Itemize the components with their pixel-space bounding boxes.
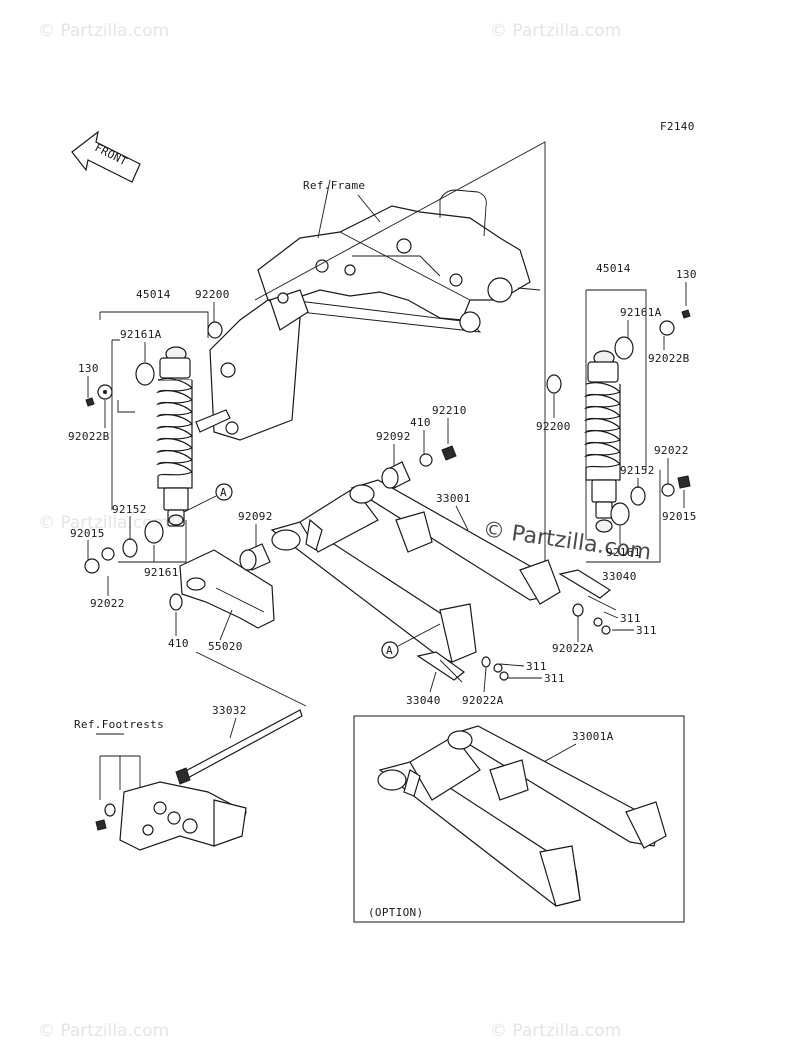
chain-adjusters [416, 569, 617, 683]
collar-parts [239, 445, 457, 571]
callout-92200-left: 92200 [195, 288, 230, 301]
front-arrow-icon: FRONT [71, 130, 141, 183]
callout-33032: 33032 [212, 704, 247, 717]
callout-92092-a: 92092 [238, 510, 273, 523]
callout-311-a: 311 [620, 612, 641, 625]
callout-33001a: 33001A [572, 730, 614, 743]
watermark-text: © Partzilla.com [490, 1021, 621, 1041]
callout-92092-b: 92092 [376, 430, 411, 443]
option-box: (OPTION) 33001A [353, 715, 685, 923]
callout-92200-right: 92200 [536, 420, 571, 433]
leader-line [455, 505, 469, 531]
callout-55020: 55020 [208, 640, 243, 653]
callout-92161-left: 92161 [144, 566, 179, 579]
leader-line [111, 339, 146, 510]
callout-92022-right: 92022 [654, 444, 689, 457]
callout-92161a-right: 92161A [620, 306, 662, 319]
swingarm [270, 479, 561, 663]
callout-92161-right: 92161 [606, 546, 641, 559]
marker-a-label: A [386, 644, 393, 657]
reference-marker-a: A [215, 483, 233, 501]
option-label: (OPTION) [368, 906, 423, 919]
callout-92022-left: 92022 [90, 597, 125, 610]
callout-311-c: 311 [526, 660, 547, 673]
leader-line [118, 520, 187, 563]
diagram-code: F2140 [660, 120, 695, 133]
leader-line [397, 623, 441, 647]
callout-311-d: 311 [544, 672, 565, 685]
marker-a-label: A [220, 486, 227, 499]
leader-line [99, 311, 209, 338]
watermark-text: © Partzilla.com [38, 1021, 169, 1041]
left-shock-absorber [157, 346, 194, 527]
callout-410-left: 410 [168, 637, 189, 650]
chain-guard [169, 549, 275, 629]
callout-410-right: 410 [410, 416, 431, 429]
callout-92152-right: 92152 [620, 464, 655, 477]
callout-92022b-right: 92022B [648, 352, 690, 365]
leader-line [586, 470, 661, 563]
callout-92015-left: 92015 [70, 527, 105, 540]
callout-92152-left: 92152 [112, 503, 147, 516]
leader-line [183, 495, 217, 513]
reference-marker-a: A [381, 641, 399, 659]
left-hardware [84, 321, 223, 574]
leader-line [229, 717, 237, 739]
watermark-text: © Partzilla.com [490, 21, 621, 41]
leader-line [254, 141, 546, 580]
callout-45014-right: 45014 [596, 262, 631, 275]
callout-33040-right: 33040 [602, 570, 637, 583]
leader-line [219, 609, 233, 641]
frame-drawing [195, 179, 541, 441]
shock-spring-right [585, 382, 622, 481]
callout-45014-left: 45014 [136, 288, 171, 301]
watermark-text: © Partzilla.com [38, 21, 169, 41]
callout-33001: 33001 [436, 492, 471, 505]
leader-line [499, 663, 542, 679]
leader-line [357, 194, 381, 223]
leader-line [96, 733, 141, 800]
leader-line [585, 289, 647, 540]
callout-92022a-right: 92022A [552, 642, 594, 655]
option-swingarm [377, 725, 667, 907]
rear-axle [175, 709, 303, 785]
watermark-text: © Partzilla.com [38, 513, 169, 533]
callout-92015-right: 92015 [662, 510, 697, 523]
footrest-bracket [95, 781, 247, 851]
leader-line [483, 667, 487, 693]
callout-ref-frame: Ref.Frame [303, 179, 365, 192]
callout-ref-footrests: Ref.Footrests [74, 718, 164, 731]
shock-spring-left [157, 378, 194, 489]
callout-92161a-left: 92161A [120, 328, 162, 341]
callout-33040-bottom: 33040 [406, 694, 441, 707]
leader-line [429, 671, 437, 693]
callout-92022b-left: 92022B [68, 430, 110, 443]
callout-130-left: 130 [78, 362, 99, 375]
callout-311-b: 311 [636, 624, 657, 637]
callout-130-right: 130 [676, 268, 697, 281]
callout-92210: 92210 [432, 404, 467, 417]
leader-line [195, 651, 307, 707]
callout-92022a-bottom: 92022A [462, 694, 504, 707]
leader-line [603, 611, 634, 631]
right-shock-absorber [585, 350, 622, 533]
leader-line [104, 400, 135, 428]
